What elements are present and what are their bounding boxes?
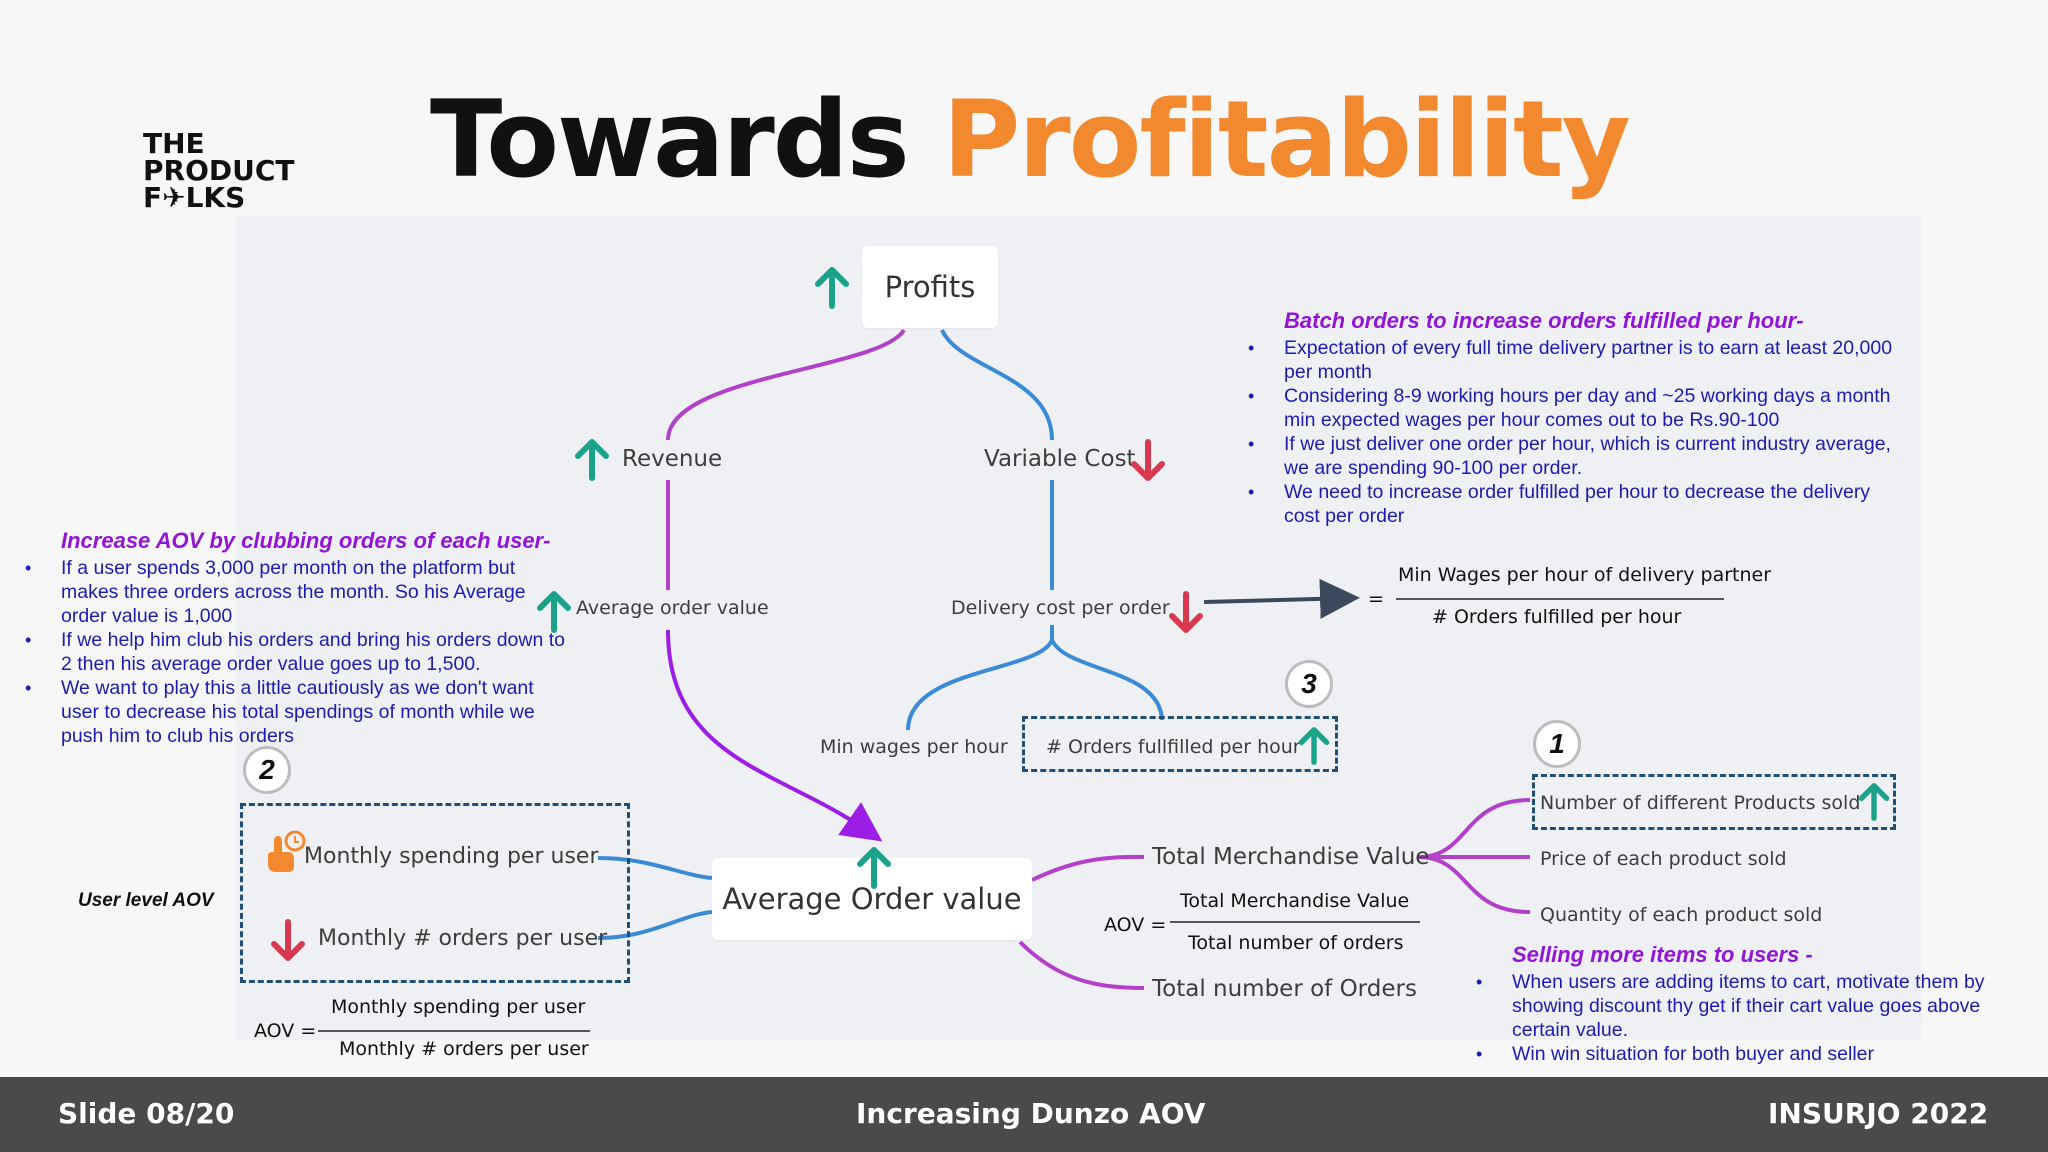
edge-delivery-minwages: [906, 625, 1054, 731]
edge-aov-total-orders: [1018, 940, 1145, 990]
arrow-up-icon: [1298, 727, 1330, 765]
edge-aov-branch-center: [666, 629, 883, 842]
edge-delivery-orders: [1050, 638, 1164, 721]
arrow-down-icon: [271, 919, 305, 961]
highlight-box-user-level: [240, 803, 630, 983]
notes-batch-item: We need to increase order fulfilled per …: [1248, 480, 1908, 528]
highlight-box-number-products: [1532, 774, 1896, 830]
formula-user-aov-lhs: AOV =: [254, 1020, 317, 1042]
footer-slide-number: Slide 08/20: [58, 1097, 235, 1130]
formula-wages-denominator: # Orders fulfilled per hour: [1432, 606, 1682, 628]
highlight-box-orders-fulfilled: [1022, 716, 1338, 772]
node-total-merchandise-value: Total Merchandise Value: [1152, 844, 1430, 870]
node-monthly-orders-per-user: Monthly # orders per user: [318, 926, 608, 951]
edge-spending-aov: [597, 856, 713, 880]
logo-line-3: F✈LKS: [143, 181, 246, 214]
footer-brand: INSURJO 2022: [1768, 1097, 1989, 1130]
node-variable-cost: Variable Cost: [984, 446, 1136, 472]
edge-delivery-formula: [1203, 578, 1360, 619]
brand-logo: THE PRODUCT F✈LKS: [143, 127, 295, 214]
hand-tap-icon: [268, 830, 306, 872]
node-revenue: Revenue: [622, 446, 723, 472]
slide-title: Towards Profitability: [430, 70, 1631, 210]
notes-batch-orders: Batch orders to increase orders fulfille…: [1248, 308, 1908, 528]
edge-tmv-quantity: [1417, 855, 1531, 914]
notes-selling-item: Win win situation for both buyer and sel…: [1476, 1042, 2036, 1066]
notes-batch-heading: Batch orders to increase orders fulfille…: [1284, 308, 1804, 333]
notes-aov-item: If we help him club his orders and bring…: [25, 628, 565, 676]
edge-profits-variable-cost: [940, 329, 1054, 441]
edge-aov-tmv: [1031, 854, 1145, 882]
formula-tmv-aov-lhs: AOV =: [1104, 914, 1167, 936]
arrow-down-icon: [1169, 591, 1203, 633]
notes-aov-item: We want to play this a little cautiously…: [25, 676, 565, 748]
formula-user-aov-denominator: Monthly # orders per user: [339, 1038, 589, 1060]
notes-selling-heading: Selling more items to users -: [1512, 942, 1813, 967]
footer-title: Increasing Dunzo AOV: [856, 1097, 1206, 1130]
formula-tmv-aov-numerator: Total Merchandise Value: [1180, 890, 1410, 912]
notes-increase-aov: Increase AOV by clubbing orders of each …: [25, 528, 565, 748]
logo-line-1: THE: [143, 127, 205, 160]
badge-3: 3: [1285, 660, 1333, 708]
footer-bar: Slide 08/20 Increasing Dunzo AOV INSURJO…: [0, 1077, 2048, 1152]
formula-wages-eq: =: [1368, 588, 1384, 610]
formula-tmv-aov-denominator: Total number of orders: [1188, 932, 1404, 954]
node-quantity-of-each-product: Quantity of each product sold: [1540, 904, 1823, 926]
logo-line-2: PRODUCT: [143, 154, 295, 187]
node-delivery-cost-per-order: Delivery cost per order: [951, 597, 1170, 619]
formula-user-aov-divider: [318, 1030, 590, 1032]
label-user-level-aov: User level AOV: [78, 890, 214, 911]
formula-tmv-aov-divider: [1170, 921, 1420, 923]
notes-aov-heading: Increase AOV by clubbing orders of each …: [61, 528, 551, 553]
node-profits-label: Profits: [884, 270, 976, 304]
badge-1: 1: [1533, 720, 1581, 768]
notes-batch-item: If we just deliver one order per hour, w…: [1248, 432, 1908, 480]
node-number-of-different-products: Number of different Products sold: [1540, 792, 1861, 814]
edge-profits-revenue: [666, 328, 906, 441]
node-profits: Profits: [862, 246, 998, 328]
formula-user-aov-numerator: Monthly spending per user: [331, 996, 586, 1018]
arrow-up-icon: [857, 847, 891, 889]
title-part-orange: Profitability: [942, 78, 1631, 201]
edge-tmv-number-products: [1417, 798, 1531, 859]
badge-2: 2: [243, 746, 291, 794]
node-total-number-of-orders: Total number of Orders: [1152, 976, 1417, 1002]
node-monthly-spending-per-user: Monthly spending per user: [304, 844, 599, 869]
arrow-down-icon: [1131, 439, 1165, 481]
notes-batch-item: Expectation of every full time delivery …: [1248, 336, 1908, 384]
formula-wages-numerator: Min Wages per hour of delivery partner: [1398, 564, 1772, 586]
notes-selling-item: When users are adding items to cart, mot…: [1476, 970, 2036, 1042]
edge-orders-aov: [597, 910, 713, 940]
node-min-wages-per-hour: Min wages per hour: [820, 736, 1008, 758]
title-part-black: Towards: [430, 78, 943, 201]
node-orders-fulfilled-per-hour: # Orders fullfilled per hour: [1046, 736, 1301, 758]
notes-aov-item: If a user spends 3,000 per month on the …: [25, 556, 565, 628]
formula-wages-divider: [1396, 598, 1724, 600]
notes-selling-more: Selling more items to users - When users…: [1476, 942, 2036, 1066]
arrow-up-icon: [575, 439, 609, 481]
arrow-up-icon: [815, 267, 849, 309]
arrow-up-icon: [1858, 783, 1890, 821]
node-average-order-value-branch: Average order value: [576, 597, 769, 619]
node-price-of-each-product: Price of each product sold: [1540, 848, 1787, 870]
notes-batch-item: Considering 8-9 working hours per day an…: [1248, 384, 1908, 432]
